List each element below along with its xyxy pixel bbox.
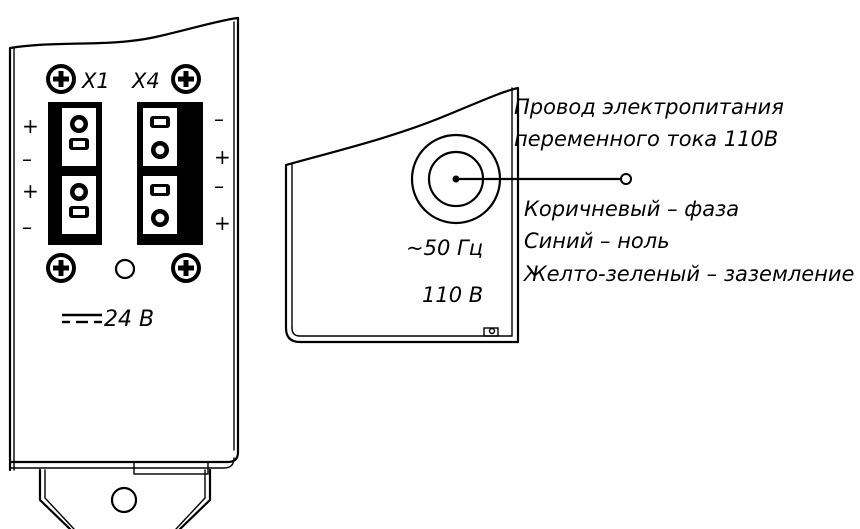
bracket-tab [133, 461, 209, 475]
callout-title-line2: переменного тока 110В [514, 127, 778, 151]
polarity-left-1: + [22, 114, 39, 138]
polarity-right-2: + [214, 145, 231, 169]
polarity-left-2: – [22, 147, 32, 171]
terminal-block-x4 [137, 102, 203, 245]
screw-icon [171, 64, 201, 94]
connector-label-x4: X4 [131, 69, 160, 93]
dc-voltage-label: 24 В [104, 307, 154, 332]
dc-symbol-icon [62, 313, 102, 324]
terminal-screw-icon [150, 116, 170, 227]
power-cable-callout: Провод электропитания переменного тока 1… [452, 95, 854, 286]
screw-icon [171, 253, 201, 283]
wire-blue-label: Синий – ноль [524, 229, 670, 253]
ac-voltage-label: 110 В [422, 283, 483, 307]
polarity-right-3: – [214, 174, 224, 198]
screw-icon [46, 253, 76, 283]
left-housing-outline [8, 16, 240, 472]
leader-dot-icon [452, 175, 460, 183]
terminal-screw-icon [69, 115, 89, 218]
bracket-hole [110, 486, 138, 514]
ac-frequency-label: ~50 Гц [406, 236, 483, 260]
mounting-bracket [38, 468, 212, 529]
polarity-right-4: + [214, 211, 231, 235]
polarity-right-1: – [214, 107, 224, 131]
terminal-block-x1 [48, 102, 102, 245]
right-housing-outline [284, 86, 520, 344]
wire-brown-label: Коричневый – фаза [524, 197, 739, 221]
screw-icon [46, 64, 76, 94]
polarity-left-3: + [22, 179, 39, 203]
leader-end-icon [620, 173, 632, 185]
right-unit: ~50 Гц 110 В [284, 86, 520, 344]
connector-label-x1: X1 [81, 69, 110, 93]
polarity-left-4: – [22, 215, 32, 239]
callout-title-line1: Провод электропитания [514, 95, 784, 119]
left-unit: X1 X4 + – [8, 16, 240, 529]
led-indicator [114, 258, 136, 280]
wire-yellow-green-label: Желто-зеленый – заземление [522, 262, 854, 286]
